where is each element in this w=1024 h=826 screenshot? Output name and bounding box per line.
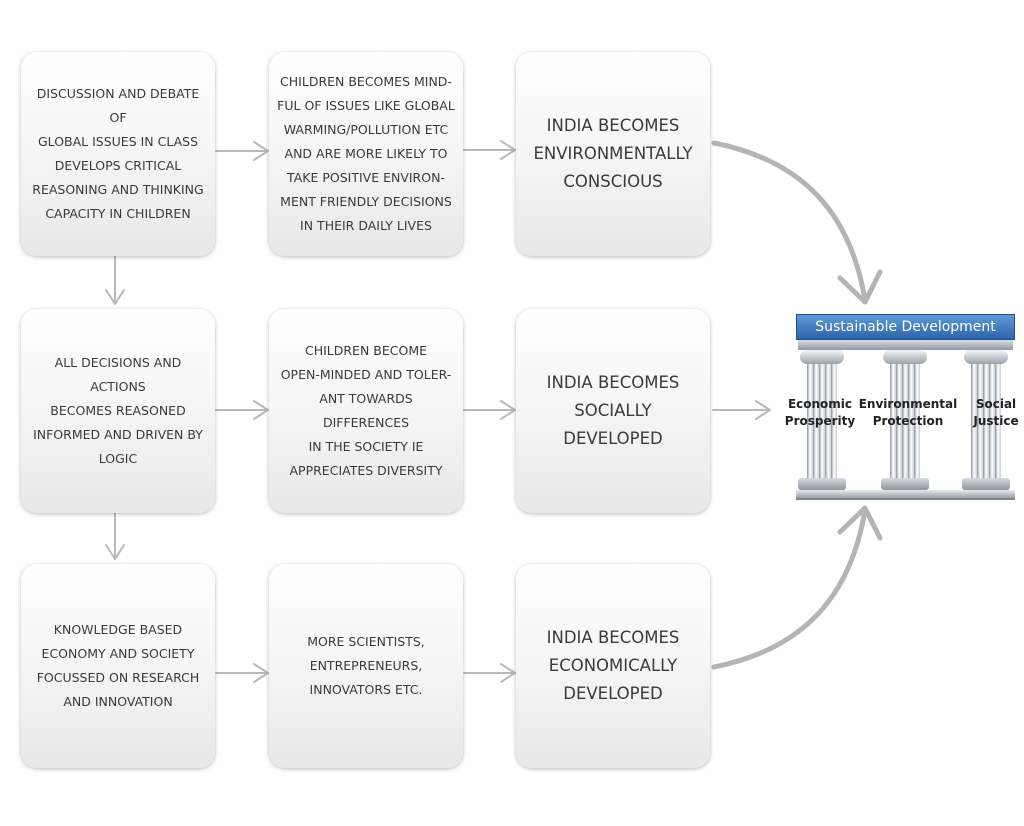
sustainable-development-pillars: Sustainable Development Economic Prosper… <box>785 314 1019 504</box>
arrow-c1-row2-to-row3 <box>105 511 125 560</box>
arrow-r2-effect-to-outcome <box>463 400 516 420</box>
arrow-r3-cause-to-effect <box>215 663 269 683</box>
arrow-r1-effect-to-outcome <box>463 140 516 160</box>
outcome-box-row-3: INDIA BECOMES ECONOMICALLY DEVELOPED <box>516 564 710 768</box>
arrow-c1-row1-to-row2 <box>105 254 125 305</box>
arrow-r2-cause-to-effect <box>215 400 269 420</box>
pillars-roof <box>798 340 1013 350</box>
cause-box-row-3: KNOWLEDGE BASED ECONOMY AND SOCIETY FOCU… <box>21 564 215 768</box>
pillar-label-economic: Economic Prosperity <box>784 397 856 428</box>
arrow-social-to-pillars <box>712 400 771 420</box>
curved-arrow-environment-to-pillars <box>711 140 883 305</box>
effect-box-row-3: MORE SCIENTISTS, ENTREPRENEURS, INNOVATO… <box>269 564 463 768</box>
cause-box-row-2: ALL DECISIONS AND ACTIONS BECOMES REASON… <box>21 309 215 513</box>
outcome-box-row-2: INDIA BECOMES SOCIALLY DEVELOPED <box>516 309 710 513</box>
pillar-environmental-icon <box>881 350 929 492</box>
curved-arrow-economy-to-pillars <box>711 505 883 670</box>
sustainable-development-banner: Sustainable Development <box>796 314 1015 340</box>
pillar-social-icon <box>962 350 1010 492</box>
cause-box-row-1: DISCUSSION AND DEBATE OF GLOBAL ISSUES I… <box>21 52 215 256</box>
arrow-r1-cause-to-effect <box>215 141 269 161</box>
outcome-box-row-1: INDIA BECOMES ENVIRONMENTALLY CONSCIOUS <box>516 52 710 256</box>
effect-box-row-2: CHILDREN BECOME OPEN-MINDED AND TOLER- A… <box>269 309 463 513</box>
pillars-base <box>796 490 1015 500</box>
pillar-label-environmental: Environmental Protection <box>858 397 958 428</box>
arrow-r3-effect-to-outcome <box>463 663 516 683</box>
pillar-label-social: Social Justice <box>973 397 1019 428</box>
effect-box-row-1: CHILDREN BECOMES MIND- FUL OF ISSUES LIK… <box>269 52 463 256</box>
pillar-economic-icon <box>798 350 846 492</box>
